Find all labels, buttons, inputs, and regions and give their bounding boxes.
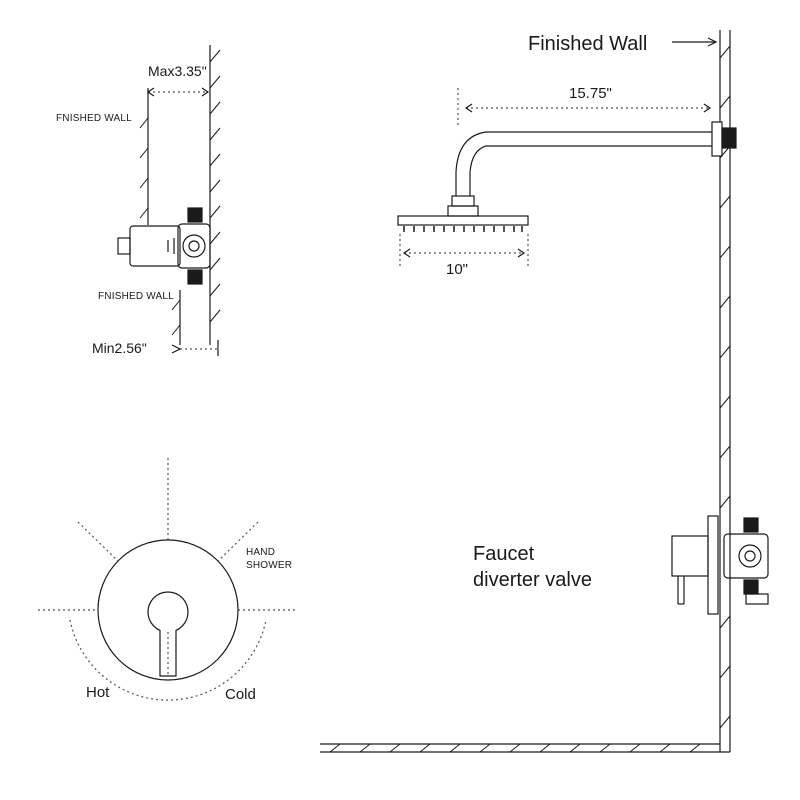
valve-body bbox=[117, 207, 211, 285]
trim-plate-drawing bbox=[38, 458, 298, 701]
wall-hatching-right bbox=[209, 49, 221, 323]
diverter-valve-label: diverter valve bbox=[473, 569, 592, 591]
arm-length-dimension bbox=[457, 88, 712, 128]
faucet-label: Faucet bbox=[473, 543, 535, 565]
hand-shower-label-line1: HAND bbox=[246, 547, 276, 558]
arrow-right-icon bbox=[672, 37, 718, 47]
wall-hatching-left bbox=[139, 117, 181, 336]
main-wall-hatching bbox=[719, 45, 731, 729]
fnished-wall-bottom-label: FNISHED WALL bbox=[98, 291, 174, 302]
min-depth-label: Min2.56" bbox=[92, 340, 147, 356]
main-wall bbox=[320, 30, 731, 753]
shower-arm bbox=[447, 121, 737, 217]
hot-label: Hot bbox=[86, 684, 110, 701]
arm-length-label: 15.75" bbox=[569, 85, 612, 102]
wall-valve-assembly bbox=[671, 515, 769, 615]
hand-shower-label-line2: SHOWER bbox=[246, 560, 293, 571]
cold-label: Cold bbox=[225, 686, 256, 703]
floor-hatching bbox=[329, 743, 701, 753]
head-diameter-label: 10" bbox=[446, 261, 469, 278]
min-depth-dimension bbox=[171, 340, 219, 356]
valve-section-drawing bbox=[117, 45, 221, 345]
max-depth-dimension bbox=[146, 87, 210, 97]
shower-head bbox=[397, 215, 529, 232]
finished-wall-label: Finished Wall bbox=[528, 33, 648, 55]
fnished-wall-top-label: FNISHED WALL bbox=[56, 113, 132, 124]
max-depth-label: Max3.35" bbox=[148, 63, 207, 79]
head-diameter-dimension bbox=[399, 234, 529, 268]
